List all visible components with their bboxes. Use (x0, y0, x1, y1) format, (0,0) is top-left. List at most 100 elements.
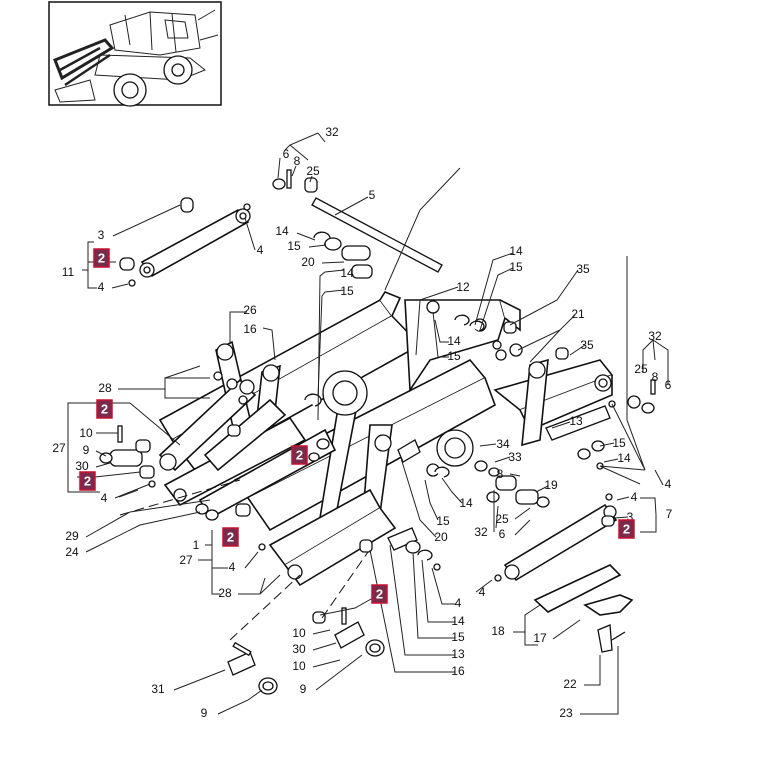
callout-32: 32 (325, 125, 339, 139)
callout-19: 19 (544, 478, 558, 492)
callout-3: 3 (98, 228, 105, 242)
part-2-badge: 2 (618, 519, 635, 539)
callout-22: 22 (563, 677, 577, 691)
callout-5: 5 (369, 188, 376, 202)
callout-25: 25 (495, 512, 509, 526)
callout-16: 16 (451, 664, 465, 678)
callout-8: 8 (652, 370, 659, 384)
callout-32: 32 (648, 329, 662, 343)
badge-label: 2 (84, 473, 91, 488)
badge-label: 2 (296, 447, 303, 462)
callout-6: 6 (283, 147, 290, 161)
callout-26: 26 (243, 303, 257, 317)
callout-28: 28 (218, 586, 232, 600)
callout-23: 23 (559, 706, 573, 720)
callout-9: 9 (201, 706, 208, 720)
callout-4: 4 (257, 243, 264, 257)
machine-thumbnail (48, 1, 222, 107)
callout-3: 3 (627, 510, 634, 524)
badge-layer: 2 2 2 2 2 2 2 (79, 248, 635, 604)
part-2-badge: 2 (222, 527, 239, 547)
callout-7: 7 (666, 507, 673, 521)
callout-25: 25 (306, 164, 320, 178)
callout-8: 8 (497, 467, 504, 481)
part-2-badge: 2 (371, 584, 388, 604)
callout-4: 4 (665, 477, 672, 491)
callout-29: 29 (65, 529, 79, 543)
badge-box (291, 445, 308, 465)
badge-box (96, 399, 113, 419)
callout-28: 28 (98, 381, 112, 395)
callout-30: 30 (292, 642, 306, 656)
callout-14: 14 (459, 496, 473, 510)
callout-35: 35 (576, 262, 590, 276)
callout-4: 4 (631, 490, 638, 504)
callout-12: 12 (456, 280, 470, 294)
callout-4: 4 (101, 491, 108, 505)
callout-15: 15 (436, 514, 450, 528)
callout-24: 24 (65, 545, 79, 559)
callout-18: 18 (491, 624, 505, 638)
callout-4: 4 (455, 596, 462, 610)
callout-27: 27 (52, 441, 66, 455)
badge-label: 2 (623, 521, 630, 536)
callout-16: 16 (243, 322, 257, 336)
callout-15: 15 (451, 630, 465, 644)
callout-15: 15 (287, 239, 301, 253)
callout-6: 6 (499, 527, 506, 541)
callout-9: 9 (83, 443, 90, 457)
callout-14: 14 (275, 224, 289, 238)
callout-15: 15 (447, 349, 461, 363)
callout-35: 35 (580, 338, 594, 352)
callout-13: 13 (569, 414, 583, 428)
callout-11: 11 (62, 265, 75, 279)
leader-lines (67, 132, 669, 715)
callout-4: 4 (479, 585, 486, 599)
callout-10: 10 (79, 426, 93, 440)
part-2-badge: 2 (291, 445, 308, 465)
callout-34: 34 (496, 437, 510, 451)
part-2-badge: 2 (79, 471, 96, 491)
badge-label: 2 (98, 250, 105, 265)
callout-20: 20 (434, 530, 448, 544)
callout-17: 17 (533, 631, 547, 645)
badge-box (371, 584, 388, 604)
badge-label: 2 (101, 401, 108, 416)
callout-15: 15 (509, 260, 523, 274)
callout-4: 4 (229, 560, 236, 574)
callout-4: 4 (98, 280, 105, 294)
callout-10: 10 (292, 659, 306, 673)
callout-31: 31 (151, 682, 165, 696)
callout-8: 8 (294, 154, 301, 168)
badge-box (79, 471, 96, 491)
callout-13: 13 (451, 647, 465, 661)
badge-label: 2 (227, 529, 234, 544)
parts-drawing (99, 169, 656, 695)
callout-15: 15 (612, 436, 626, 450)
callout-9: 9 (300, 682, 307, 696)
callout-14: 14 (617, 451, 631, 465)
part-2-badge: 2 (93, 248, 110, 268)
callout-25: 25 (634, 362, 648, 376)
callout-21: 21 (571, 307, 585, 321)
badge-label: 2 (376, 586, 383, 601)
badge-box (618, 519, 635, 539)
badge-box (93, 248, 110, 268)
callout-14: 14 (451, 614, 465, 628)
callout-27: 27 (179, 553, 193, 567)
callout-20: 20 (301, 255, 315, 269)
callout-1: 1 (193, 538, 200, 552)
callout-14: 14 (509, 244, 523, 258)
callout-6: 6 (665, 378, 672, 392)
callout-14: 14 (340, 266, 354, 280)
callout-33: 33 (508, 450, 522, 464)
callout-15: 15 (340, 284, 354, 298)
callout-32: 32 (474, 525, 488, 539)
callout-30: 30 (75, 459, 89, 473)
part-2-badge: 2 (96, 399, 113, 419)
badge-box (222, 527, 239, 547)
callout-14: 14 (447, 334, 461, 348)
callout-10: 10 (292, 626, 306, 640)
